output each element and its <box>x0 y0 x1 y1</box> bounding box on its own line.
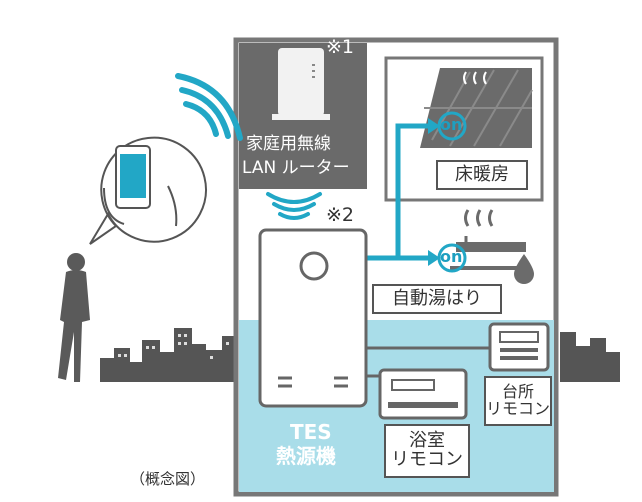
heat-source-note: ※2 <box>326 204 355 226</box>
kitchen-remote-line1: 台所 <box>501 382 534 402</box>
floor-heating-on-badge <box>437 111 467 141</box>
router-label-line2: LAN ルーター <box>242 158 350 178</box>
unit-type: 熱源機 <box>276 444 336 468</box>
auto-bath-label: 自動湯はり <box>372 284 502 314</box>
router-label-line1: 家庭用無線 <box>246 134 331 154</box>
floor-heating-icon <box>420 68 533 148</box>
person-silhouette-icon <box>58 253 90 382</box>
city-skyline-right <box>560 332 620 382</box>
router-note: ※1 <box>326 36 355 58</box>
kitchen-remote-icon <box>366 322 550 372</box>
wifi-waves-icon <box>266 192 322 220</box>
kitchen-remote-line2: リモコン <box>486 399 551 418</box>
arrow-to-floor <box>428 118 440 134</box>
bath-remote-line1: 浴室 <box>409 430 445 452</box>
kitchen-remote-label: 台所 リモコン <box>484 376 552 426</box>
heat-source-unit-icon <box>258 228 368 408</box>
bath-remote-icon <box>366 368 468 420</box>
smartphone-in-hand-icon <box>89 136 207 245</box>
arrow-to-bath <box>428 250 440 266</box>
wifi-waves-icon <box>175 73 243 141</box>
floor-heating-on-text: on <box>440 115 463 134</box>
router-icon <box>272 48 330 120</box>
floor-heating-label: 床暖房 <box>436 160 528 190</box>
water-drop-icon <box>514 254 534 284</box>
auto-bath-on-badge <box>437 243 467 273</box>
unit-name: TES <box>290 420 332 444</box>
caption: （概念図） <box>130 470 206 488</box>
bath-remote-line2: リモコン <box>391 449 463 470</box>
bath-remote-label: 浴室 リモコン <box>384 424 470 478</box>
city-skyline-left <box>100 328 236 382</box>
hot-water-pipe <box>366 123 428 261</box>
auto-bath-on-text: on <box>440 247 463 266</box>
